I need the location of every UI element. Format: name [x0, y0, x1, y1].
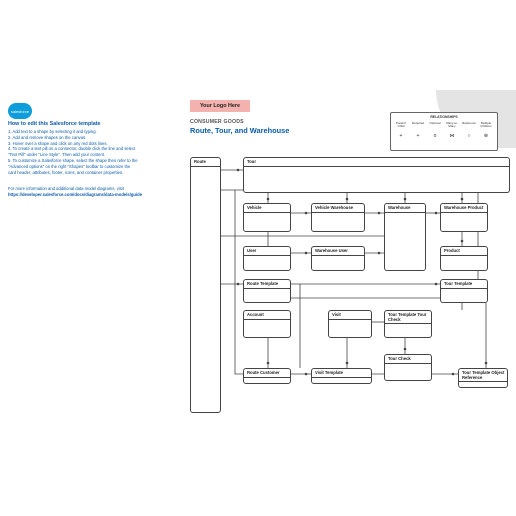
entity-tour-template-object-reference[interactable]: Tour Template Object Reference [458, 368, 508, 388]
instruction-step: 2. Add and remove shapes on the canvas. [8, 134, 87, 140]
entity-name: Tour Template [444, 281, 473, 286]
entity-user[interactable]: User [243, 246, 291, 271]
legend-label: Optional [429, 121, 441, 125]
instructions-panel [0, 90, 186, 415]
diagram-title: Route, Tour, and Warehouse [190, 126, 290, 135]
entity-name: Account [247, 312, 264, 317]
entity-route-template[interactable]: Route Template [243, 279, 291, 303]
optional-glyph-icon: o [433, 133, 437, 139]
entity-name: Tour Template Object Reference [462, 370, 505, 380]
legend-label: Required [411, 121, 425, 125]
multiple-children-glyph-icon: ⊕ [483, 133, 489, 139]
entity-vehicle-warehouse[interactable]: Vehicle Warehouse [311, 203, 365, 232]
entity-name: Warehouse User [315, 248, 348, 253]
instruction-step: card header, attributes, footer, icons, … [8, 169, 124, 175]
entity-vehicle[interactable]: Vehicle [243, 203, 291, 232]
legend-label: Parent/ Child [396, 121, 406, 129]
entity-name: User [247, 248, 257, 253]
entity-name: Visit [332, 312, 341, 317]
legend-label: Many-to-Many [446, 121, 458, 129]
entity-name: Vehicle Warehouse [315, 205, 354, 210]
more-info-text: For more information and additional data… [8, 186, 124, 191]
more-info: For more information and additional data… [8, 186, 184, 198]
relationships-legend: RELATIONSHIPS Parent/ Child Required Opt… [390, 112, 498, 151]
instruction-step: 1. Add text to a shape by selecting it a… [8, 129, 97, 134]
legend-title: RELATIONSHIPS [430, 115, 458, 119]
salesforce-logo: salesforce [8, 103, 32, 119]
entity-name: Visit Template [315, 370, 344, 375]
instruction-step: 5. To customize a Salesforce shape, sele… [8, 157, 138, 163]
entity-visit-template[interactable]: Visit Template [311, 368, 372, 384]
instructions-list: 1. Add text to a shape by selecting it a… [8, 129, 180, 175]
logo-placeholder[interactable]: Your Logo Here [190, 100, 250, 112]
entity-warehouse-user[interactable]: Warehouse User [311, 246, 365, 271]
entity-name: Vehicle [247, 205, 262, 210]
reference-glyph-icon: ○ [467, 133, 471, 139]
instruction-step: "Text Pill" under "Line Style". Then add… [8, 152, 106, 158]
entity-warehouse-product[interactable]: Warehouse Product [440, 203, 488, 232]
instruction-step: 4. To create a text pill on a connector,… [8, 146, 136, 152]
instruction-step: "Advanced options" on the right "Shapes"… [8, 163, 131, 169]
entity-tour-template[interactable]: Tour Template [440, 279, 488, 303]
many-to-many-glyph-icon: ⋈ [449, 133, 455, 139]
entity-tour[interactable]: Tour [243, 157, 510, 193]
entity-name: Route Customer [247, 370, 280, 375]
entity-visit[interactable]: Visit [328, 310, 372, 338]
entity-warehouse[interactable]: Warehouse [384, 203, 426, 271]
entity-tour-check[interactable]: Tour Check [384, 354, 432, 381]
entity-name: Route [194, 159, 206, 164]
more-info-link[interactable]: https://developer.salesforce.com/docs/di… [8, 191, 143, 197]
entity-name: Route Template [247, 281, 279, 286]
entity-route-customer[interactable]: Route Customer [243, 368, 291, 384]
entity-tour-template-tour-check[interactable]: Tour Template Tour Check [384, 310, 432, 338]
diagram-category: CONSUMER GOODS [190, 119, 244, 125]
legend-label: Reference [462, 121, 476, 125]
entity-name: Tour Check [388, 356, 411, 361]
entity-route[interactable]: Route [190, 157, 221, 413]
legend-label: Multiple Children [480, 121, 492, 129]
entity-name: Product [444, 248, 460, 253]
entity-name: Warehouse [388, 205, 411, 210]
entity-name: Tour [247, 159, 256, 164]
entity-name: Warehouse Product [444, 205, 484, 210]
parent-child-glyph-icon: + [399, 133, 403, 139]
instruction-step: 3. Hover over a shape and click on any r… [8, 140, 108, 146]
entity-account[interactable]: Account [243, 310, 291, 338]
entity-name: Tour Template Tour Check [388, 312, 427, 322]
instructions-title: How to edit this Salesforce template [8, 121, 101, 127]
required-glyph-icon: + [416, 133, 420, 139]
entity-product[interactable]: Product [440, 246, 488, 271]
